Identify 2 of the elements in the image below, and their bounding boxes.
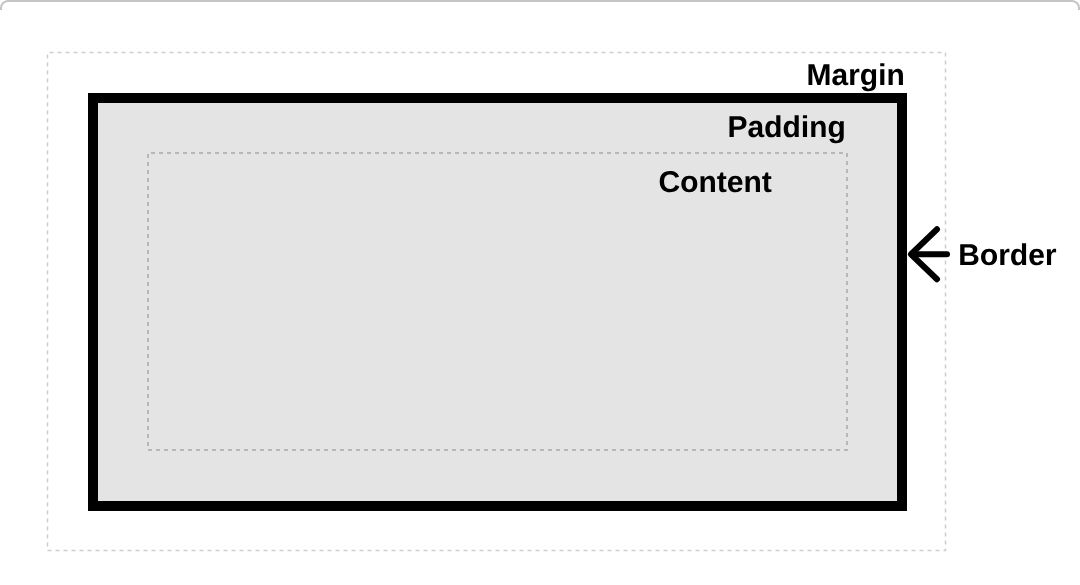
content-box: Content	[147, 152, 848, 451]
callout-label: Border	[960, 243, 1057, 266]
